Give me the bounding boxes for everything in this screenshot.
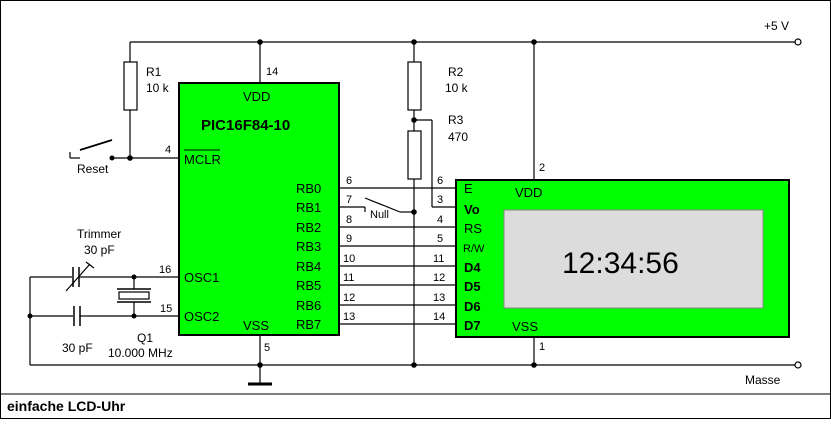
reset-switch <box>69 139 130 161</box>
pic-vdd-label: VDD <box>243 89 270 104</box>
pic-pin-osc1: 16 <box>159 264 171 276</box>
junction <box>531 39 537 45</box>
lcd-rw-pin: 5 <box>437 233 443 245</box>
pic-rb0-label: RB0 <box>296 181 321 196</box>
trimmer-value: 30 pF <box>84 243 115 257</box>
r3-name: R3 <box>448 113 464 127</box>
resistor-r3 <box>407 117 456 368</box>
lcd-d4-label: D4 <box>464 260 481 275</box>
pic-rb-port: RB0 RB1 RB2 RB3 RB4 RB5 RB6 RB7 6 7 8 9 … <box>296 175 355 332</box>
pic-rb0-pin: 6 <box>346 175 352 187</box>
null-switch <box>364 197 417 215</box>
lcd-pin-vdd: 2 <box>539 162 545 174</box>
lcd-screen <box>503 209 764 309</box>
reset-label: Reset <box>77 162 109 176</box>
r1-value: 10 k <box>146 81 170 95</box>
pic-rb3-pin: 9 <box>346 233 352 245</box>
lcd-pin-labels: E Vo RS R/W D4 D5 D6 D7 <box>463 181 485 333</box>
fixed-capacitor <box>30 306 87 326</box>
null-label: Null <box>370 209 389 221</box>
lcd-rs-pin: 4 <box>437 214 443 226</box>
ground-symbol <box>248 365 272 386</box>
pic-chip <box>178 82 340 336</box>
diagram-caption: einfache LCD-Uhr <box>7 398 126 414</box>
q1-value: 10.000 MHz <box>108 346 173 360</box>
lcd-vss-label: VSS <box>512 319 538 334</box>
crystal-q1 <box>117 274 151 319</box>
pic-rb6-label: RB6 <box>296 298 321 313</box>
pic-chip-name: PIC16F84-10 <box>201 117 290 134</box>
data-bus-wires <box>339 187 456 325</box>
lcd-d5-pin: 12 <box>433 272 445 284</box>
lcd-rw-label: R/W <box>463 243 485 255</box>
pic-vss-label: VSS <box>243 318 269 333</box>
r3-value: 470 <box>448 130 468 144</box>
lcd-d7-pin: 14 <box>433 311 445 323</box>
ground-label: Masse <box>745 373 781 387</box>
q1-name: Q1 <box>137 331 153 345</box>
vplus-label: +5 V <box>764 19 789 33</box>
trimmer-name: Trimmer <box>77 227 121 241</box>
r2-name: R2 <box>448 65 464 79</box>
pic-rb1-pin: 7 <box>346 194 352 206</box>
pic-rb5-label: RB5 <box>296 278 321 293</box>
pic-rb1-label: RB1 <box>296 200 321 215</box>
r1-name: R1 <box>146 65 162 79</box>
pic-rb4-label: RB4 <box>296 259 321 274</box>
lcd-d6-label: D6 <box>464 299 481 314</box>
lcd-vo-label: Vo <box>464 202 480 217</box>
pic-rb2-label: RB2 <box>296 220 321 235</box>
pic-rb7-pin: 13 <box>343 311 355 323</box>
lcd-pin-numbers: 6 3 4 5 11 12 13 14 <box>433 175 445 323</box>
lcd-vo-pin: 3 <box>437 194 443 206</box>
pic-pin-vss: 5 <box>264 342 270 354</box>
trimmer-capacitor <box>30 261 95 292</box>
lcd-pin-vss: 1 <box>539 341 545 353</box>
lcd-display-text: 12:34:56 <box>562 247 679 280</box>
junction <box>257 362 263 368</box>
lcd-e-label: E <box>464 181 473 196</box>
lcd-rs-label: RS <box>464 221 482 236</box>
pic-pin-mclr: 4 <box>165 144 171 156</box>
pic-rb4-pin: 10 <box>343 253 355 265</box>
pic-mclr-label: MCLR <box>184 152 221 167</box>
pic-pin-osc2: 15 <box>160 303 172 315</box>
resistor-r1 <box>123 42 138 161</box>
cap-value: 30 pF <box>62 341 93 355</box>
lcd-d4-pin: 11 <box>433 253 444 265</box>
junction <box>257 39 263 45</box>
resistor-r2 <box>407 39 422 131</box>
lcd-d7-label: D7 <box>464 318 481 333</box>
pic-rb7-label: RB7 <box>296 317 321 332</box>
lcd-d5-label: D5 <box>464 279 481 294</box>
pic-rb6-pin: 12 <box>343 292 355 304</box>
lcd-vdd-label: VDD <box>515 185 542 200</box>
pic-osc1-label: OSC1 <box>184 270 219 285</box>
pic-rb2-pin: 8 <box>346 214 352 226</box>
lcd-d6-pin: 13 <box>433 292 445 304</box>
r2-value: 10 k <box>445 81 469 95</box>
ground-terminal <box>794 361 802 369</box>
vplus-terminal <box>794 38 802 46</box>
vplus-rail <box>130 38 802 46</box>
lcd-e-pin: 6 <box>437 175 443 187</box>
pic-osc2-label: OSC2 <box>184 309 219 324</box>
junction <box>531 362 537 368</box>
pic-pin-vdd: 14 <box>266 66 278 78</box>
pic-rb3-label: RB3 <box>296 239 321 254</box>
pic-rb5-pin: 11 <box>343 272 354 284</box>
